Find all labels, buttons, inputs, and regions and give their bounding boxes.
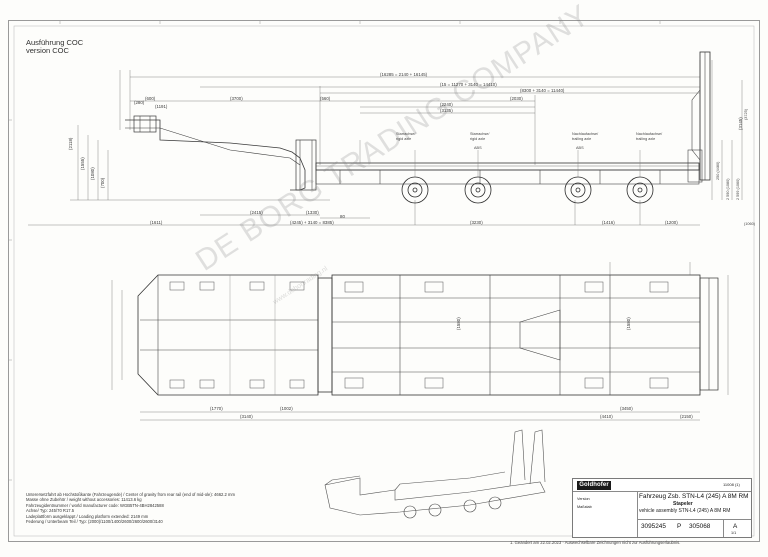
title-line-1: Fahrzeug Zsb. STN-L4 (245) A 8M RM <box>639 493 749 500</box>
top-dim-2150: (2150) <box>680 414 693 419</box>
top-dim-3450: (3450) <box>620 406 633 411</box>
right-dim-5: (3725) <box>744 109 748 120</box>
axle-4-label-en: trailing axle <box>636 137 656 141</box>
top-dim-1002: (1002) <box>280 406 293 411</box>
footer-note: 1. Geändert am 22.02.2023 · Auswechselba… <box>510 540 681 545</box>
dim-1416: (1416) <box>602 220 615 225</box>
dim-700: (700) <box>100 177 105 188</box>
top-dim-4410: (4410) <box>600 414 613 419</box>
axle-2-label-de: Starrachse/ <box>470 132 490 136</box>
frame-ticks <box>8 20 661 481</box>
sheet-code: 11008 (1) <box>723 482 740 487</box>
version-label: Version <box>577 497 590 501</box>
dim-1611: (1611) <box>150 220 163 225</box>
title-block: Goldhofer 11008 (1) Fahrzeug Zsb. STN-L4… <box>572 478 752 538</box>
axle-2-label-en: rigid axle <box>470 137 486 141</box>
note-line: Unterersetzfahrt ab Hochstoßkante (Fahrz… <box>26 492 235 497</box>
doc-number-2: 305068 <box>689 523 711 530</box>
dim-560: (560) <box>320 96 331 101</box>
dim-front-280: (280) <box>134 100 145 105</box>
dim-length-rear: (8300 + 3140 = 11440) <box>520 88 565 93</box>
dim-1555: (1555) <box>80 157 85 170</box>
right-dim-2: 2 590 (1080) <box>726 178 730 200</box>
scale-label: Maßstab <box>577 505 592 509</box>
top-dim-1770: (1770) <box>210 406 223 411</box>
dim-3145: (3145) <box>738 117 743 130</box>
sheet-number: 1/1 <box>731 531 737 535</box>
axle-abs-label-2: ABS <box>576 146 584 150</box>
top-dim-3140: (3140) <box>240 414 253 419</box>
axle-3-label-en: trailing axle <box>572 137 592 141</box>
dim-below: (4245) + 3140 = 8385) <box>290 220 334 225</box>
axle-3-label-de: Nachlaufachse/ <box>572 132 599 136</box>
dim-1330: (1330) <box>306 210 319 215</box>
revision-p: P <box>677 523 682 530</box>
dim-3230: (3230) <box>470 220 483 225</box>
top-view <box>111 262 729 421</box>
side-view <box>28 51 743 226</box>
revision: A <box>733 523 738 530</box>
dim-3135: (3135) <box>440 108 453 113</box>
axle-4-label-de: Nachlaufachse/ <box>636 132 663 136</box>
header-german: Ausführung COC <box>26 38 84 47</box>
title-line-3: vehicle assembly STN-L4 (245) A 8M RM <box>639 508 731 514</box>
note-line: Fahrzeugidentnummer / world manufacturer… <box>26 502 164 508</box>
drawing-frame <box>8 20 760 542</box>
doc-number: 3095245 <box>641 523 666 530</box>
dim-length-top: (16285 = 2140 + 16145) <box>380 72 428 77</box>
header-english: version COC <box>26 46 69 55</box>
axle-1-label-de: Starrachse/ <box>396 132 416 136</box>
right-dim-4: (1060) <box>744 222 755 226</box>
dim-1080: (1080) <box>90 167 95 180</box>
goldhofer-logo: Goldhofer <box>577 481 611 490</box>
right-dim-1: 250 (4480) <box>716 161 720 180</box>
note-line: Achse/ Typ: 245/70 R17.5 <box>26 508 75 514</box>
dim-2240: (2240) <box>440 102 453 107</box>
dim-80: 80 <box>340 214 345 219</box>
note-line: Masse ohne Zubehör / weight without acce… <box>26 497 142 503</box>
dim-front-600: (600) <box>145 96 156 101</box>
axle-1-label-en: rigid axle <box>396 137 412 141</box>
dim-1200: (1200) <box>665 220 678 225</box>
specification-notes: Unterersetzfahrt ab Hochstoßkante (Fahrz… <box>26 492 256 524</box>
axle-abs-label: ABS <box>474 146 482 150</box>
top-dim-1580b: (1580) <box>626 317 631 330</box>
dim-2118: (2118) <box>68 137 73 150</box>
top-dim-1580a: (1580) <box>456 317 461 330</box>
note-line: Federung / Unterbeam Teil / Typ: (2000)/… <box>26 519 163 525</box>
dim-front-1191: (1191) <box>155 104 168 109</box>
dim-3700: (3700) <box>230 96 243 101</box>
right-dim-3: 2 599 (1060) <box>736 178 740 200</box>
dim-2415: (2415) <box>250 210 263 215</box>
dim-length-mid: (15 = 11270 + 3140 = 14410) <box>440 82 497 87</box>
note-line: Ladeplattform ausgeklappt / Loading plat… <box>26 513 149 519</box>
title-line-2: Stapeler <box>673 501 693 507</box>
perspective-view <box>324 429 546 519</box>
dim-2030: (2030) <box>510 96 523 101</box>
